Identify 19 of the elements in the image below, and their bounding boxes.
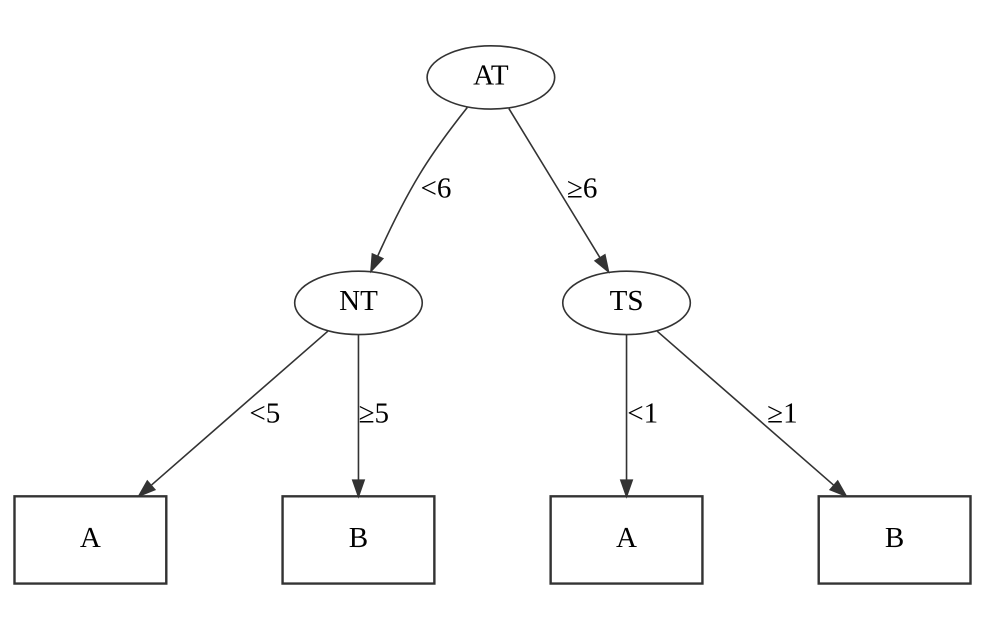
node-box: B [818,495,972,585]
node-ellipse: TS [562,270,692,336]
arrow [656,330,848,498]
node-box: B [281,495,436,585]
edge-label: <6 [420,172,452,204]
node-box: A [549,495,704,585]
edge-label: ≥6 [566,172,598,204]
edge-label: <1 [627,398,658,430]
edge-label: ≥5 [358,398,390,430]
node-ellipse: NT [294,270,424,336]
arrow [370,107,468,274]
arrow [620,335,634,499]
arrow [508,108,610,274]
node-box: A [13,495,168,585]
edge-label: <5 [249,398,280,430]
edge-label: ≥1 [767,398,798,430]
arrow [352,335,366,499]
arrow [137,330,328,498]
node-ellipse: AT [426,44,556,110]
